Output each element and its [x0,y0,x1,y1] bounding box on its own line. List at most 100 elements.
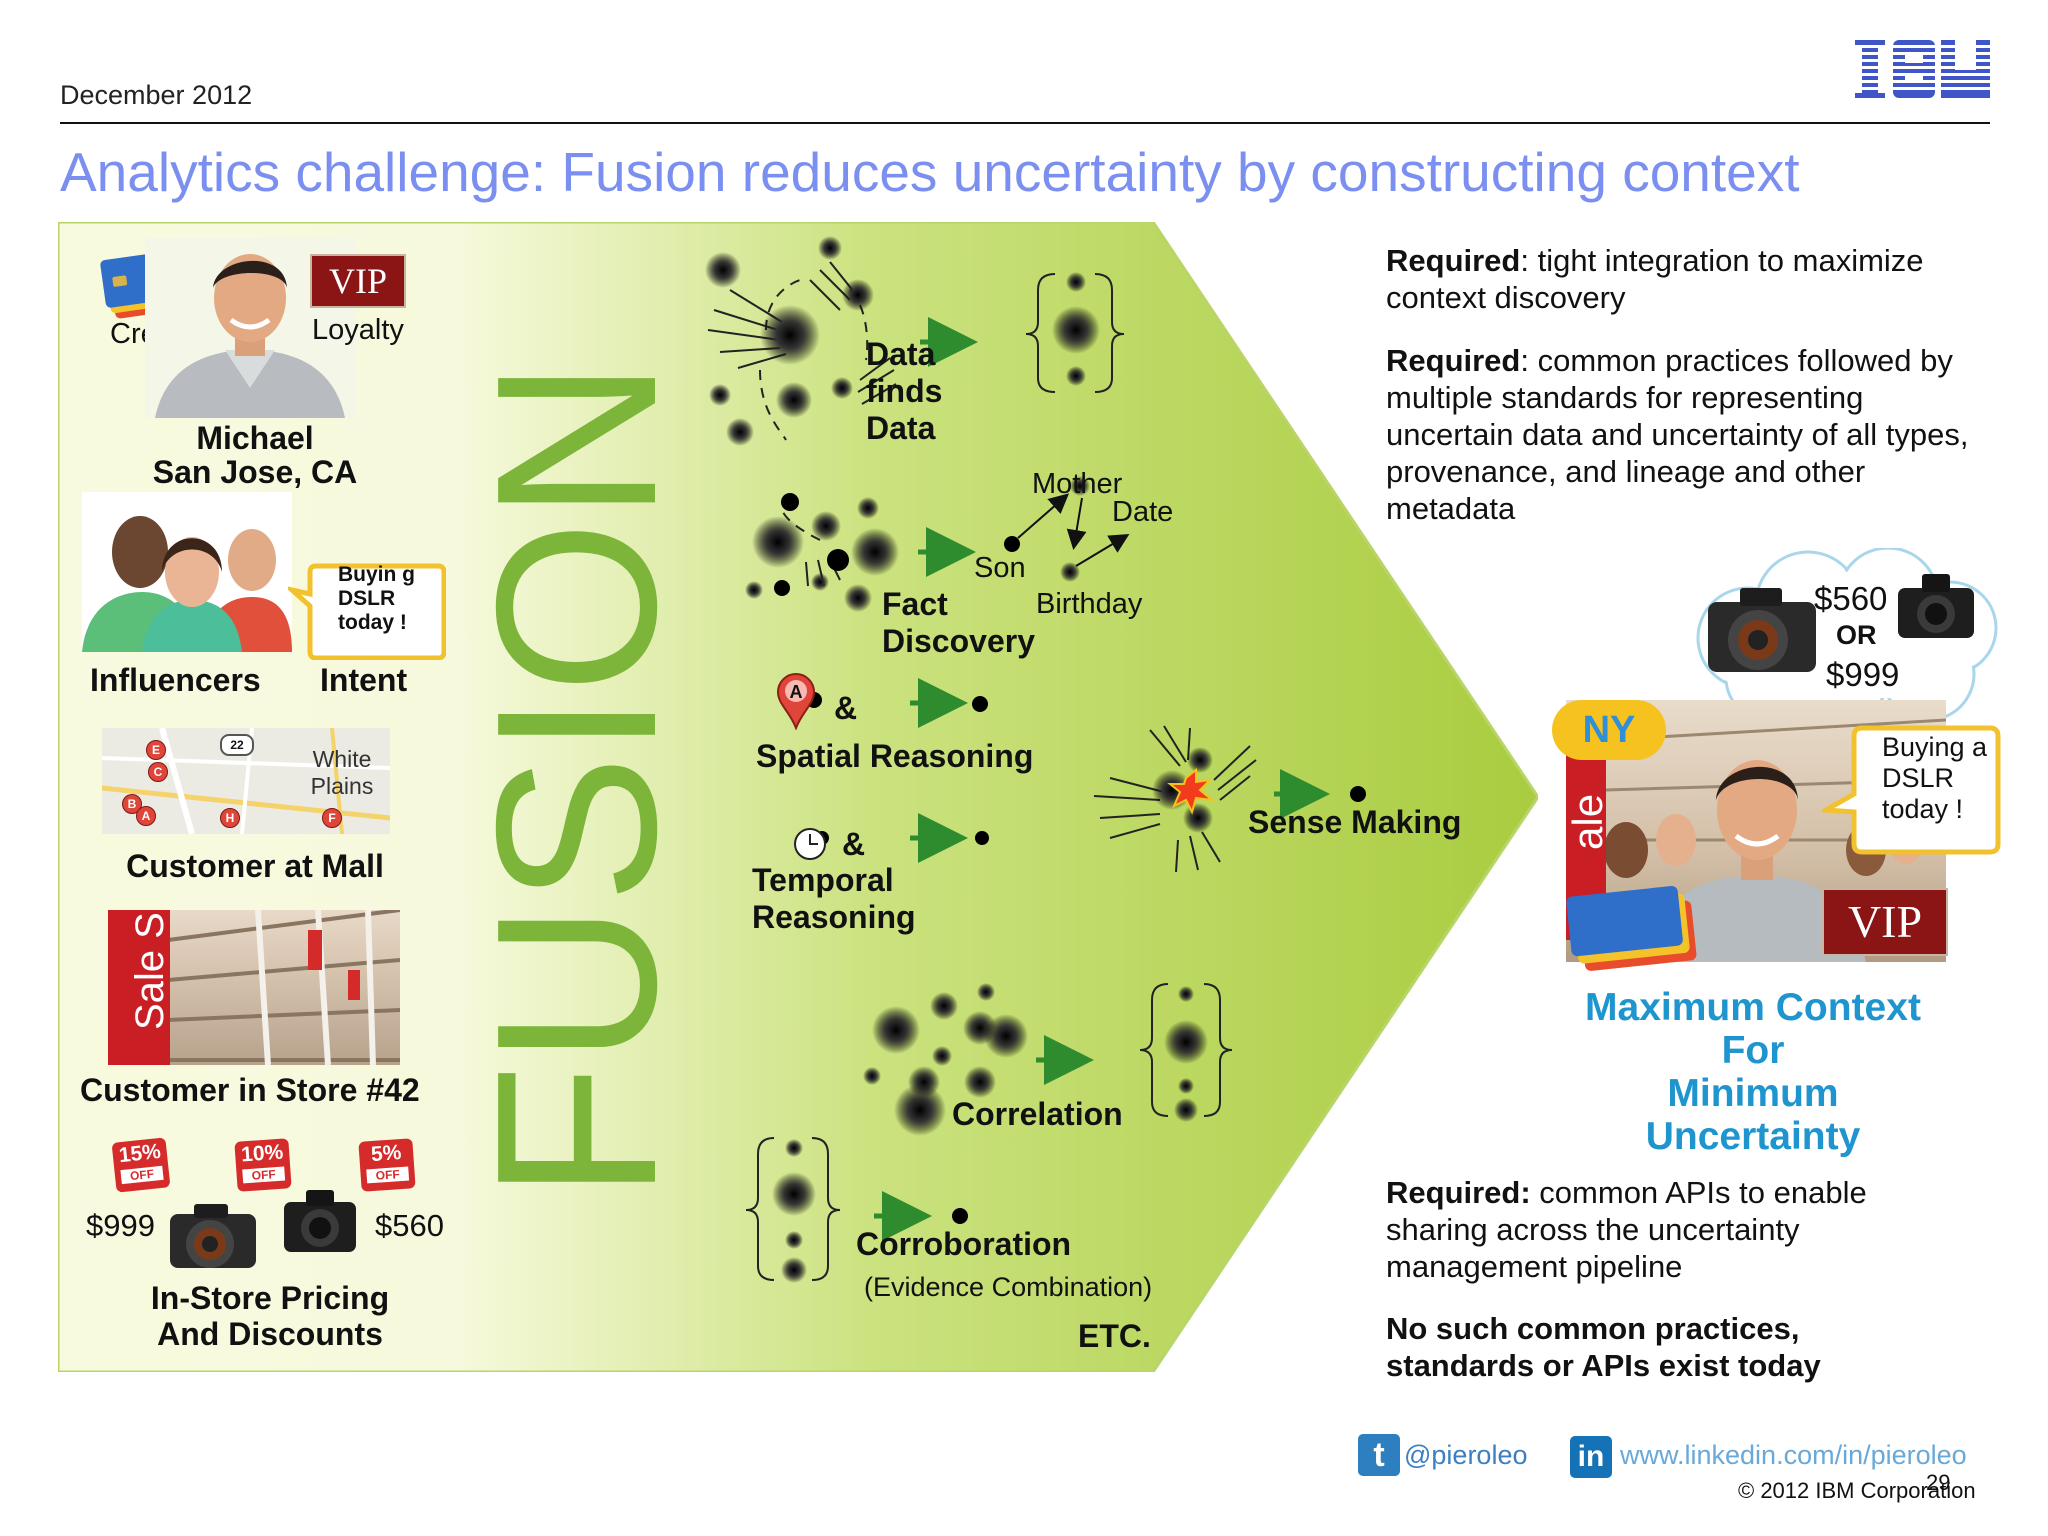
map-pin-letter: A [790,682,803,702]
spatial-reasoning-label: Spatial Reasoning [756,738,1034,774]
influencers-photo [82,492,292,652]
ny-vip-card-icon: VIP [1822,888,1948,956]
req3-text: common APIs to enable sharing across the… [1386,1175,1867,1284]
birthday-label: Birthday [1036,588,1143,620]
map-pin-f[interactable]: F [322,808,342,828]
max-line2: For [1721,1029,1785,1072]
corroboration-label: Corroboration [856,1226,1072,1262]
req2-text: : common practices followed by multiple … [1386,343,1969,526]
discount-10-value: 10% [240,1140,284,1167]
dfd-line1: Data [866,336,936,372]
fact-discovery-diagram [745,476,1130,612]
date-label: Date [1112,496,1174,528]
header-divider [60,122,1990,124]
store-photo: Sale S [108,910,400,1065]
data-finds-data-diagram [705,236,1125,587]
spatial-reasoning-diagram [789,678,988,728]
person-name: Michael [196,420,314,456]
twitter-handle[interactable]: @pieroleo [1404,1440,1528,1470]
cloud-or: OR [1836,620,1877,650]
intent-bubble-text: Buyin g DSLR today ! [338,563,415,634]
intent-label: Intent [320,662,408,698]
sense-making-diagram [1093,725,1366,873]
map-pin-a[interactable]: A [136,806,156,826]
cloud-price-high: $999 [1826,656,1900,693]
map-pin-icon: A [776,673,816,730]
customer-mall-label: Customer at Mall [126,848,384,884]
fusion-diagrams [705,236,1366,1283]
ibm-logo [1855,40,1990,98]
max-line3: Minimum [1667,1072,1839,1115]
twitter-icon[interactable]: t [1358,1434,1400,1476]
maximum-context-heading: Maximum Context For Minimum Uncertainty [1548,986,1958,1158]
linkedin-icon[interactable]: in [1570,1436,1612,1478]
slide-title: Analytics challenge: Fusion reduces unce… [60,141,1800,203]
fusion-vertical-word: FUSION [480,360,670,1200]
pricing-line2: And Discounts [157,1316,383,1352]
discount-badge-15: 15% OFF [111,1137,171,1193]
discount-badge-10: 10% OFF [234,1138,292,1192]
discount-15-value: 15% [117,1139,162,1168]
temporal-line1: Temporal [752,862,894,898]
req3-bold: Required: [1386,1175,1531,1210]
person-location: San Jose, CA [152,454,358,490]
discount-5-off: OFF [366,1166,410,1184]
copyright: © 2012 IBM Corporation [1738,1478,1976,1503]
spatial-ampersand: & [834,690,858,726]
ny-sale-sign: ale [1566,793,1611,850]
fusion-word: FUSION [480,360,670,1200]
loyalty-label: Loyalty [312,314,404,346]
route-shield: 22 [220,734,254,756]
ny-speech-bubble [1822,725,2001,855]
dslr-camera-large-icon [170,1204,256,1268]
map-pin-c[interactable]: C [148,762,168,782]
ny-bubble-text: Buying a DSLR today ! [1882,732,1988,824]
mall-map: 22 White Plains E C B A H F [102,728,390,834]
fact-discovery-label: Fact Discovery [882,586,1035,660]
req1-text: : tight integration to maximize context … [1386,243,1924,315]
requirement-3: Required: common APIs to enable sharing … [1386,1174,1946,1285]
clock-icon [794,828,826,860]
dfd-line3: Data [866,410,936,446]
store-sale-sign: Sale S [128,912,172,1030]
influencers-label: Influencers [90,662,261,698]
cloud-price-low: $560 [1814,580,1888,617]
price-low-label: $560 [375,1208,444,1243]
slide-date: December 2012 [60,80,253,110]
son-label: Son [974,552,1026,584]
req2-bold: Required [1386,343,1521,378]
map-pin-h[interactable]: H [220,808,240,828]
fusion-chevron-panel [58,222,1538,1372]
requirement-1: Required: tight integration to maximize … [1386,242,1986,316]
discount-10-off: OFF [242,1166,286,1184]
map-pin-e[interactable]: E [146,740,166,760]
dslr-camera-small-icon [284,1190,356,1252]
req1-bold: Required [1386,243,1521,278]
closing-statement: No such common practices, standards or A… [1386,1311,1821,1383]
discount-5-value: 5% [370,1140,403,1167]
max-line1: Maximum Context [1585,986,1921,1029]
discount-badge-5: 5% OFF [358,1138,416,1192]
temporal-ampersand: & [842,826,866,862]
max-line4: Uncertainty [1645,1115,1861,1158]
sense-making-label: Sense Making [1248,804,1462,840]
price-high-label: $999 [86,1208,155,1243]
temporal-reasoning-label: Temporal Reasoning [752,862,916,936]
intent-speech-bubble [288,563,446,660]
vip-card-label: VIP [328,261,387,301]
temporal-reasoning-diagram [801,813,989,863]
map-city-label: White Plains [310,746,374,799]
vip-card-icon: VIP [310,254,406,308]
page-number: 29 [1926,1470,1951,1495]
corroboration-diagram [745,1137,968,1283]
fact-line2: Discovery [882,623,1035,659]
fact-line1: Fact [882,586,948,622]
dfd-line2: finds [866,373,943,409]
linkedin-url[interactable]: www.linkedin.com/in/pieroleo [1620,1440,1967,1470]
correlation-label: Correlation [952,1096,1123,1132]
ny-badge: NY [1552,700,1666,760]
correlation-diagram [863,983,1233,1136]
temporal-line2: Reasoning [752,899,916,935]
requirement-2: Required: common practices followed by m… [1386,342,1986,527]
customer-store-label: Customer in Store #42 [80,1072,420,1108]
